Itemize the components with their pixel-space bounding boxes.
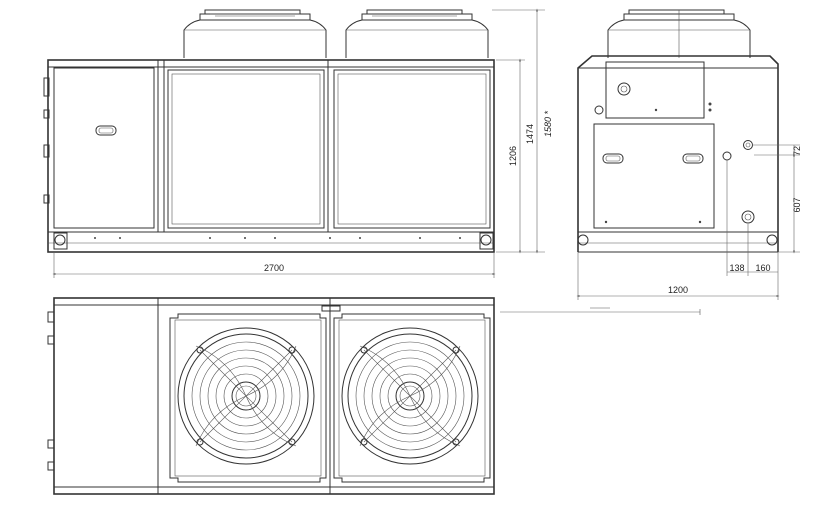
pipe-connection-upper	[743, 140, 753, 150]
pipe-connection-lower	[741, 210, 755, 224]
front-body	[47, 59, 495, 253]
fan-icon	[169, 313, 327, 483]
dim-side-width: 1200	[668, 285, 688, 295]
top-view	[47, 297, 495, 495]
dim-front-width: 2700	[264, 263, 284, 273]
dim-offset-a: 138	[729, 263, 744, 273]
front-view: 2700 1206 1474 1580 *	[43, 8, 553, 278]
front-fan-housing-right	[345, 9, 489, 58]
front-coil-panel-right	[333, 69, 491, 229]
dim-total-height: 1474	[525, 124, 535, 144]
front-coil-panel-left	[167, 69, 325, 229]
dim-body-height: 1206	[508, 146, 518, 166]
fan-icon	[333, 313, 491, 483]
side-view: 72 607 138 160 1200	[500, 9, 802, 315]
front-service-panel	[53, 67, 155, 229]
handle-icon	[95, 125, 117, 136]
dim-connection-upper: 72	[792, 146, 802, 156]
front-fan-housing-left	[183, 9, 327, 58]
dim-offset-b: 160	[755, 263, 770, 273]
dim-connection-lower: 607	[792, 197, 802, 212]
pipe-connection-icon	[43, 77, 50, 97]
dim-total-height-with-fans: 1580 *	[543, 110, 553, 137]
side-access-panel	[593, 123, 715, 229]
side-electrical-box	[605, 61, 705, 119]
top-body	[53, 297, 495, 495]
